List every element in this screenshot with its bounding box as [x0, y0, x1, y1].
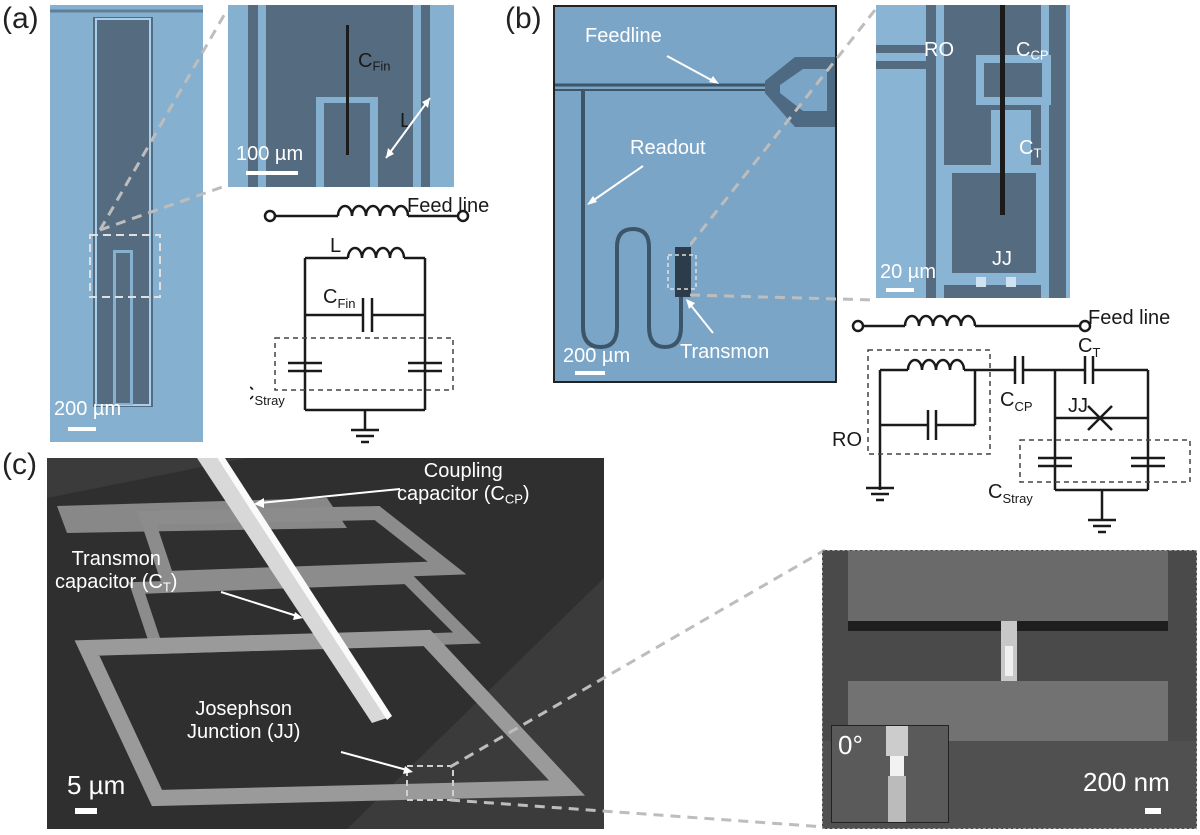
circuit-b-jj: JJ: [1068, 395, 1088, 417]
panel-a-circuit: Feed line L CFin CStray: [250, 195, 489, 444]
inset-junction-shape: [886, 726, 908, 822]
panel-c-zoom-scale-bar: [1145, 808, 1161, 814]
zoom-ccp-label: CCP: [1016, 39, 1049, 63]
zoom-ct-label: CT: [1019, 137, 1042, 161]
panel-c-zoom-scale-label: 200 nm: [1083, 767, 1170, 797]
zoom-l-label: L: [400, 110, 412, 132]
zoom-capacitor-structure: [248, 5, 430, 187]
readout-arrow: [587, 165, 644, 205]
zoom-l-arrow: [385, 97, 431, 159]
circuit-b-cstray: CStray: [988, 481, 1033, 506]
transmon-capacitor-label: Transmon capacitor (CT): [55, 548, 178, 595]
inset-angle-label: 0°: [838, 730, 863, 760]
panel-b-zoom-micrograph: RO CCP CT JJ 20 µm: [876, 5, 1070, 298]
panel-c-scale-bar: [75, 808, 97, 814]
resonator-structure: [50, 9, 203, 407]
coupling-capacitor-label: Coupling capacitor (CCP): [397, 460, 530, 507]
panel-b-zoom-scale-label: 20 µm: [880, 261, 936, 283]
panel-c-zoom-lines: [450, 548, 826, 829]
circuit-b-ct: CT: [1078, 335, 1100, 360]
zoom-jj-label: JJ: [992, 248, 1012, 270]
transmon-cap-arrow: [220, 591, 303, 620]
panel-a-zoom-scale-bar: [246, 171, 298, 175]
circuit-a-cfin: CFin: [323, 286, 356, 311]
readout-label: Readout: [630, 137, 706, 159]
panel-b-zoom-lines: [690, 9, 877, 302]
circuit-b-feedline: Feed line: [1088, 307, 1170, 329]
circuit-b-ro: RO: [832, 429, 862, 451]
panel-b-circuit: Feed line CT CCP JJ RO CStray: [832, 307, 1191, 534]
panel-c-scale-label: 5 µm: [67, 770, 126, 800]
panel-c-label: (c): [2, 448, 37, 481]
panel-b-zoom-scale-bar: [886, 288, 914, 292]
junction-zoom-structure: [823, 551, 1196, 828]
zoom-transmon-structure: [876, 5, 1066, 298]
panel-c-sem: Coupling capacitor (CCP) Transmon capaci…: [47, 458, 604, 829]
panel-c-zoom-sem: 0° 200 nm: [822, 550, 1197, 829]
transmon-label: Transmon: [680, 341, 770, 363]
coupling-arrow: [254, 488, 401, 508]
circuit-a-feedline: Feed line: [407, 195, 489, 217]
jj-arrow: [340, 751, 413, 774]
feedline-arrow: [666, 55, 719, 84]
josephson-junction-label: Josephson Junction (JJ): [187, 698, 301, 743]
transmon-arrow: [686, 299, 714, 334]
circuit-a-l: L: [330, 235, 341, 257]
feedline-label: Feedline: [585, 25, 662, 47]
panel-a-micrograph: 200 µm: [50, 5, 203, 442]
panel-a-scale-label: 200 µm: [54, 398, 122, 420]
panel-a-label: (a): [2, 2, 39, 35]
panel-a-zoom-lines: [98, 9, 229, 232]
panel-b-label: (b): [505, 2, 542, 35]
chip-layout: [555, 57, 835, 350]
panel-b-scale-label: 200 µm: [563, 345, 631, 367]
zoom-cfin-label: CFin: [358, 50, 391, 74]
panel-b-micrograph: Feedline Readout Transmon 200 µm: [553, 5, 837, 383]
junction-inset: 0°: [831, 725, 949, 823]
panel-a-zoom-micrograph: CFin L 100 µm: [228, 5, 454, 187]
circuit-b-ccp: CCP: [1000, 389, 1033, 414]
sem-transmon-structure: [47, 458, 604, 829]
circuit-a-cstray: CStray: [250, 383, 285, 408]
panel-b-scale-bar: [575, 371, 605, 375]
panel-a-scale-bar: [68, 427, 96, 431]
zoom-ro-label: RO: [924, 39, 954, 61]
panel-a-zoom-scale-label: 100 µm: [236, 143, 304, 165]
